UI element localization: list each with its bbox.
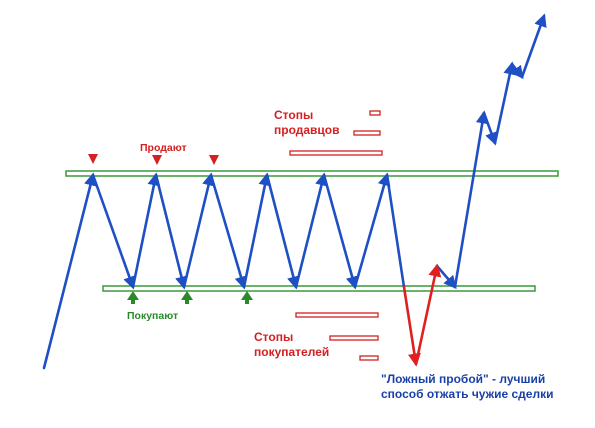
- seller-stops-label-line1: Стопы: [274, 108, 313, 122]
- buyer-stop-bar: [329, 335, 379, 341]
- sellers-sell-label: Продают: [140, 142, 187, 154]
- price-leg: [131, 172, 161, 289]
- sell-marker-icon: [209, 155, 219, 165]
- sell-marker-icon: [88, 154, 98, 164]
- buy-marker-icon: [127, 291, 139, 304]
- false-breakout-caption-line2: способ отжать чужие сделки: [381, 387, 553, 401]
- false-breakout-up-leg: [414, 263, 442, 366]
- seller-stops-label-line2: продавцов: [274, 123, 340, 137]
- buyer-stop-bar: [295, 312, 379, 318]
- seller-stop-bar: [369, 110, 381, 116]
- price-leg: [265, 173, 300, 290]
- buy-markers: [127, 291, 253, 304]
- buy-marker-icon: [181, 291, 193, 304]
- buyers-buy-label: Покупают: [127, 310, 178, 322]
- false-breakout-caption-line1: "Ложный пробой" - лучший: [381, 372, 545, 386]
- price-leg: [482, 111, 498, 146]
- price-leg: [154, 173, 188, 290]
- price-leg: [353, 172, 391, 289]
- buyer-stop-bar: [359, 355, 379, 361]
- false-breakout-down-leg: [402, 285, 421, 367]
- false-breakout-path: [402, 263, 442, 367]
- buyer-stops-bars: [295, 312, 379, 361]
- price-leg: [322, 173, 359, 290]
- price-leg: [242, 172, 272, 289]
- price-leg: [435, 264, 457, 289]
- price-leg: [520, 13, 547, 79]
- price-leg: [453, 110, 489, 289]
- price-path: [42, 13, 547, 370]
- price-leg: [510, 62, 524, 80]
- seller-stops-bars: [289, 110, 383, 156]
- price-leg: [493, 61, 517, 145]
- price-leg: [209, 173, 248, 290]
- seller-stop-bar: [353, 130, 381, 136]
- buyer-stops-label-line1: Стопы: [254, 330, 293, 344]
- buyer-stops-label-line2: покупателей: [254, 345, 329, 359]
- price-leg: [91, 173, 136, 290]
- support-level-line: [102, 285, 536, 292]
- sell-markers: [88, 154, 219, 165]
- price-leg: [385, 173, 406, 289]
- resistance-level-line: [65, 170, 559, 177]
- buy-marker-icon: [241, 291, 253, 304]
- price-leg: [182, 172, 215, 289]
- seller-stop-bar: [289, 150, 383, 156]
- sell-marker-icon: [152, 155, 162, 165]
- price-leg: [42, 172, 97, 370]
- price-leg: [294, 172, 328, 289]
